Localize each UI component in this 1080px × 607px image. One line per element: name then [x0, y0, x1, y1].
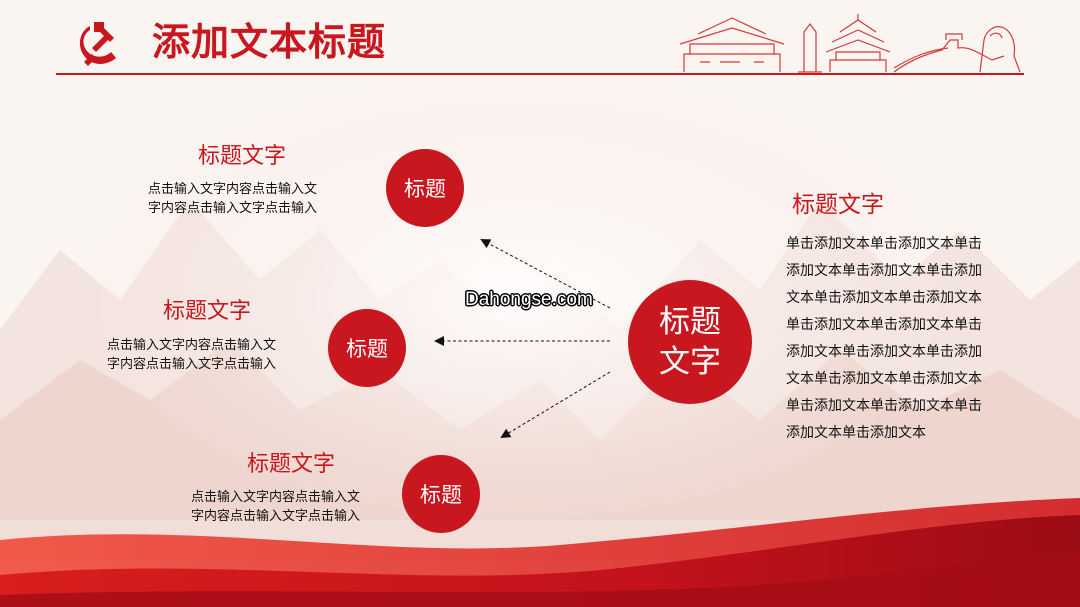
item-3-body-line-1: 点击输入文字内容点击输入文 [191, 490, 361, 505]
right-panel-line: 单击添加文本单击添加文本单击 [786, 236, 982, 252]
item-1-body: 点击输入文字内容点击输入文 字内容点击输入文字点击输入 [148, 180, 317, 218]
item-2-circle: 标题 [328, 309, 406, 387]
landmarks-skyline-icon [679, 10, 1025, 74]
right-panel-line: 添加文本单击添加文本单击添加 [786, 263, 982, 279]
item-2-body-line-1: 点击输入文字内容点击输入文 [107, 338, 277, 353]
item-2-title: 标题文字 [163, 299, 252, 324]
party-emblem-icon [70, 18, 126, 68]
page-title: 添加文本标题 [152, 20, 387, 64]
right-panel-line: 文本单击添加文本单击添加文本 [786, 290, 982, 306]
right-panel-line: 添加文本单击添加文本单击添加 [786, 344, 982, 360]
item-1-circle: 标题 [386, 149, 464, 227]
right-panel-title: 标题文字 [792, 192, 884, 218]
center-circle-line-1: 标题 [659, 304, 721, 340]
item-1-body-line-1: 点击输入文字内容点击输入文 [148, 182, 318, 197]
arrow-to-top-item [480, 239, 611, 309]
item-3-title: 标题文字 [247, 452, 336, 477]
right-panel-line: 单击添加文本单击添加文本单击 [786, 317, 982, 333]
item-2-body-line-2: 字内容点击输入文字点击输入 [107, 357, 277, 372]
right-panel-line: 添加文本单击添加文本 [786, 425, 926, 441]
item-3-circle: 标题 [402, 455, 480, 533]
header-divider [56, 73, 1024, 75]
item-3-body-line-2: 字内容点击输入文字点击输入 [191, 509, 361, 524]
item-2-body: 点击输入文字内容点击输入文 字内容点击输入文字点击输入 [107, 336, 276, 374]
watermark-text: Dahongse.com [465, 289, 593, 310]
center-circle-line-2: 文字 [659, 344, 721, 380]
center-circle: 标题 文字 [628, 280, 752, 404]
item-3-body: 点击输入文字内容点击输入文 字内容点击输入文字点击输入 [191, 488, 360, 526]
item-1-body-line-2: 字内容点击输入文字点击输入 [148, 201, 318, 216]
arrow-to-bottom-item [500, 371, 611, 439]
item-1-title: 标题文字 [198, 144, 287, 169]
right-panel-line: 文本单击添加文本单击添加文本 [786, 371, 982, 387]
right-panel-line: 单击添加文本单击添加文本单击 [786, 398, 982, 414]
